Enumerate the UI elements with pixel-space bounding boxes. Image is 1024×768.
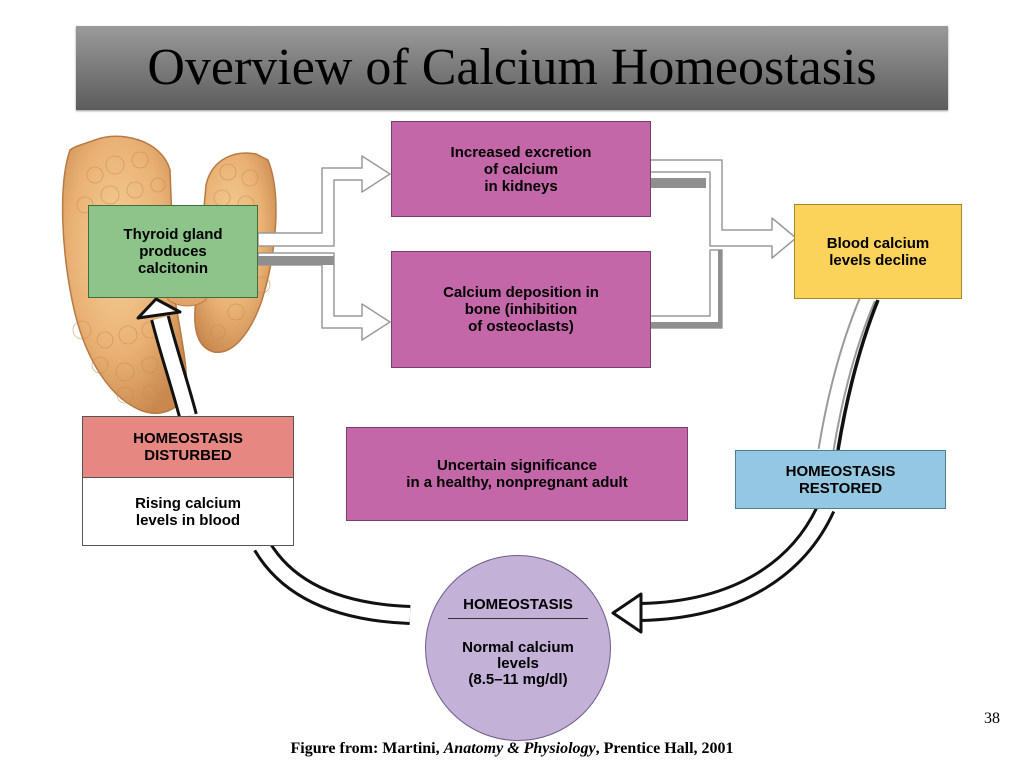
figure-caption: Figure from: Martini, Anatomy & Physiolo… (0, 740, 1024, 758)
arrow-icon (649, 159, 797, 329)
arrow-icon (611, 503, 836, 634)
homeostasis-disturbed-box: HOMEOSTASIS DISTURBED Rising calcium lev… (82, 416, 294, 546)
blood-calcium-decline-box: Blood calcium levels decline (794, 204, 962, 299)
homeostasis-title: HOMEOSTASIS (448, 596, 588, 619)
title-bar: Overview of Calcium Homeostasis (76, 26, 948, 110)
homeostasis-circle: HOMEOSTASIS Normal calcium levels (8.5–1… (425, 555, 611, 741)
page-number: 38 (984, 710, 1000, 727)
kidney-excretion-box: Increased excretion of calcium in kidney… (391, 121, 651, 217)
slide-title: Overview of Calcium Homeostasis (147, 39, 877, 96)
homeostasis-restored-box: HOMEOSTASIS RESTORED (735, 450, 946, 509)
arrow-icon (253, 540, 411, 625)
arrow-icon (817, 294, 880, 452)
arrow-icon (136, 297, 198, 419)
uncertain-significance-box: Uncertain significance in a healthy, non… (346, 427, 688, 521)
bone-deposition-box: Calcium deposition in bone (inhibition o… (391, 251, 651, 368)
arrow-icon (257, 155, 391, 341)
caption-book-title: Anatomy & Physiology (443, 740, 596, 757)
caption-suffix: , Prentice Hall, 2001 (595, 740, 734, 757)
homeostasis-disturbed-title: HOMEOSTASIS DISTURBED (83, 417, 293, 478)
caption-prefix: Figure from: Martini, (290, 740, 444, 757)
thyroid-box: Thyroid gland produces calcitonin (88, 205, 258, 298)
rising-calcium-label: Rising calcium levels in blood (135, 495, 241, 529)
normal-calcium-label: Normal calcium levels (8.5–11 mg/dl) (462, 639, 574, 688)
